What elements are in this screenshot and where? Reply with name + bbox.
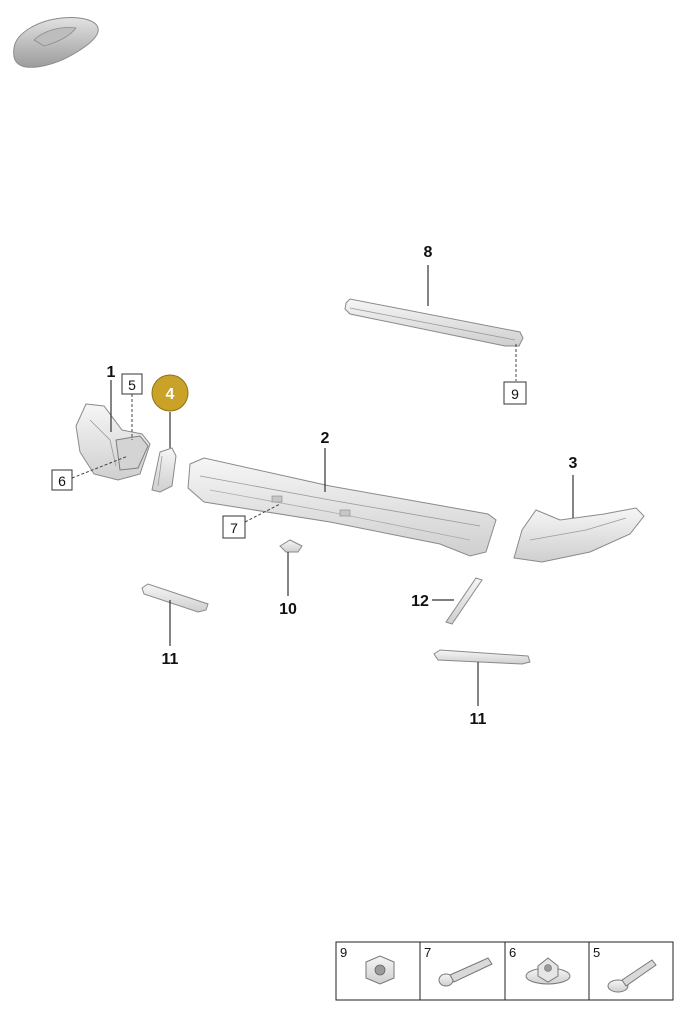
callout-5: 5 [128,377,136,393]
flange-screw-icon [607,959,657,993]
callout-box-6 [51,469,73,491]
callout-8: 8 [424,244,433,261]
legend-number: 9 [340,945,347,960]
legend-number: 5 [593,945,600,960]
callout-4: 4 [166,386,175,403]
callout-1: 1 [107,364,116,381]
flange-nut-icon [525,957,571,985]
part-3-right-bracket[interactable] [513,507,645,563]
legend-number: 6 [509,945,516,960]
callout-10: 10 [279,601,297,618]
hex-nut-icon [365,955,395,985]
legend-number: 7 [424,945,431,960]
leader-6 [71,455,129,479]
highlight-badge-4[interactable] [151,374,189,412]
legend-cell-flange-screw[interactable]: 5 [593,945,657,993]
car-thumbnail-icon [13,17,99,68]
part-10-clip[interactable] [279,539,303,553]
bolt-icon [438,957,493,987]
part-4-trim-piece[interactable] [151,447,177,493]
callout-12: 12 [411,593,429,610]
legend-cell-hex-nut[interactable]: 9 [340,945,395,985]
legend-cell-bolt[interactable]: 7 [424,945,493,987]
callout-11-right: 11 [470,711,487,728]
callout-11-left: 11 [162,651,179,668]
callout-6: 6 [58,473,66,489]
part-11-strip-left[interactable] [141,583,209,613]
fastener-legend: 9 7 6 5 [335,941,674,1001]
callout-7: 7 [230,520,238,536]
leader-7 [244,503,281,523]
callout-box-7 [222,515,246,539]
part-11-strip-right[interactable] [433,649,531,665]
callout-3: 3 [569,455,578,472]
callout-9: 9 [511,386,519,402]
callout-2: 2 [321,430,330,447]
part-2-main-carrier[interactable] [187,457,497,557]
callout-box-9 [503,381,527,405]
part-1-left-bracket[interactable] [75,403,151,481]
part-12-rod[interactable] [445,577,483,625]
legend-cell-flange-nut[interactable]: 6 [509,945,571,985]
part-8-upper-bar[interactable] [344,298,524,347]
